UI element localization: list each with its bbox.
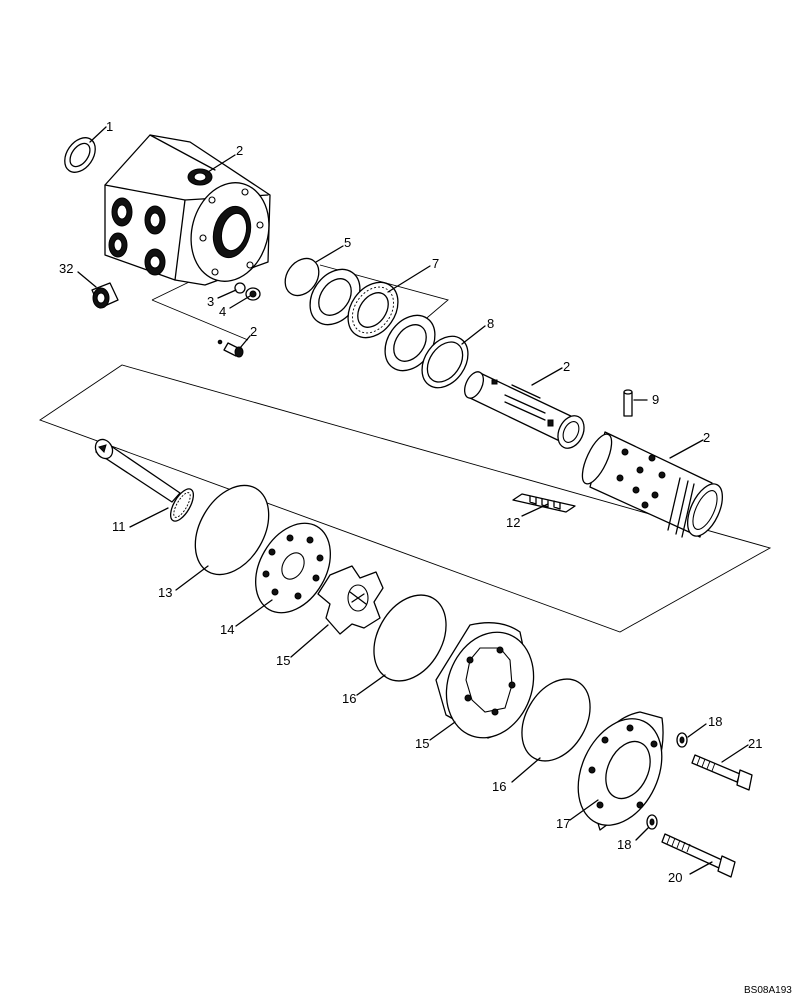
callout-7: 7 [432,256,439,271]
callout-14: 14 [220,622,234,637]
end-cap-part [577,711,664,831]
gerotor-ring-part [435,622,535,739]
callout-13: 13 [158,585,172,600]
callout-2-housing: 2 [236,143,243,158]
plug-part [91,282,119,309]
callout-11: 11 [112,519,126,534]
washer-part-upper [676,732,688,748]
pin-screw-part [217,339,244,358]
seal-ring-part [64,137,96,173]
callout-32: 32 [59,261,73,276]
retaining-ring-part [421,335,469,389]
thrust-bearing-part [347,281,399,339]
callout-4: 4 [219,304,226,319]
callout-1: 1 [106,119,113,134]
main-assembly-outline [39,364,772,633]
callout-18-lower: 18 [617,837,631,852]
callout-17: 17 [556,816,570,831]
drawing-code: BS08A193 [744,985,792,996]
spacer-plate-part [255,522,331,614]
drive-shaft-part [94,438,195,522]
washer-part-lower [646,814,658,830]
cross-pin-part [623,389,633,417]
centering-springs-part [512,493,576,513]
callout-8: 8 [487,316,494,331]
callout-21: 21 [748,736,762,751]
gasket-part [194,484,270,576]
spool-part [463,371,585,449]
check-ball-part [234,282,246,294]
leader-lines [77,126,749,875]
o-ring-seal-part [373,594,447,682]
thrust-washer-part [309,268,361,326]
callout-9: 9 [652,392,659,407]
callout-3: 3 [207,294,214,309]
callout-12: 12 [506,515,520,530]
bolt-part [661,833,736,878]
callout-15-star: 15 [276,653,290,668]
check-seat-part [245,287,261,301]
bearing-race-part [384,314,436,372]
valve-housing-part [104,134,271,286]
callout-16-upper: 16 [342,691,356,706]
callout-2-spool: 2 [563,359,570,374]
sleeve-part [581,431,723,538]
callout-2-pin: 2 [250,324,257,339]
callout-15-ring: 15 [415,736,429,751]
long-bolt-part [691,754,753,791]
o-ring-seal-part-2 [521,678,591,762]
callout-16-lower: 16 [492,779,506,794]
callout-20: 20 [668,870,682,885]
gerotor-star-part [317,565,384,635]
callout-5: 5 [344,235,351,250]
o-ring-part [284,257,320,297]
callout-2-sleeve: 2 [703,430,710,445]
callout-18-upper: 18 [708,714,722,729]
